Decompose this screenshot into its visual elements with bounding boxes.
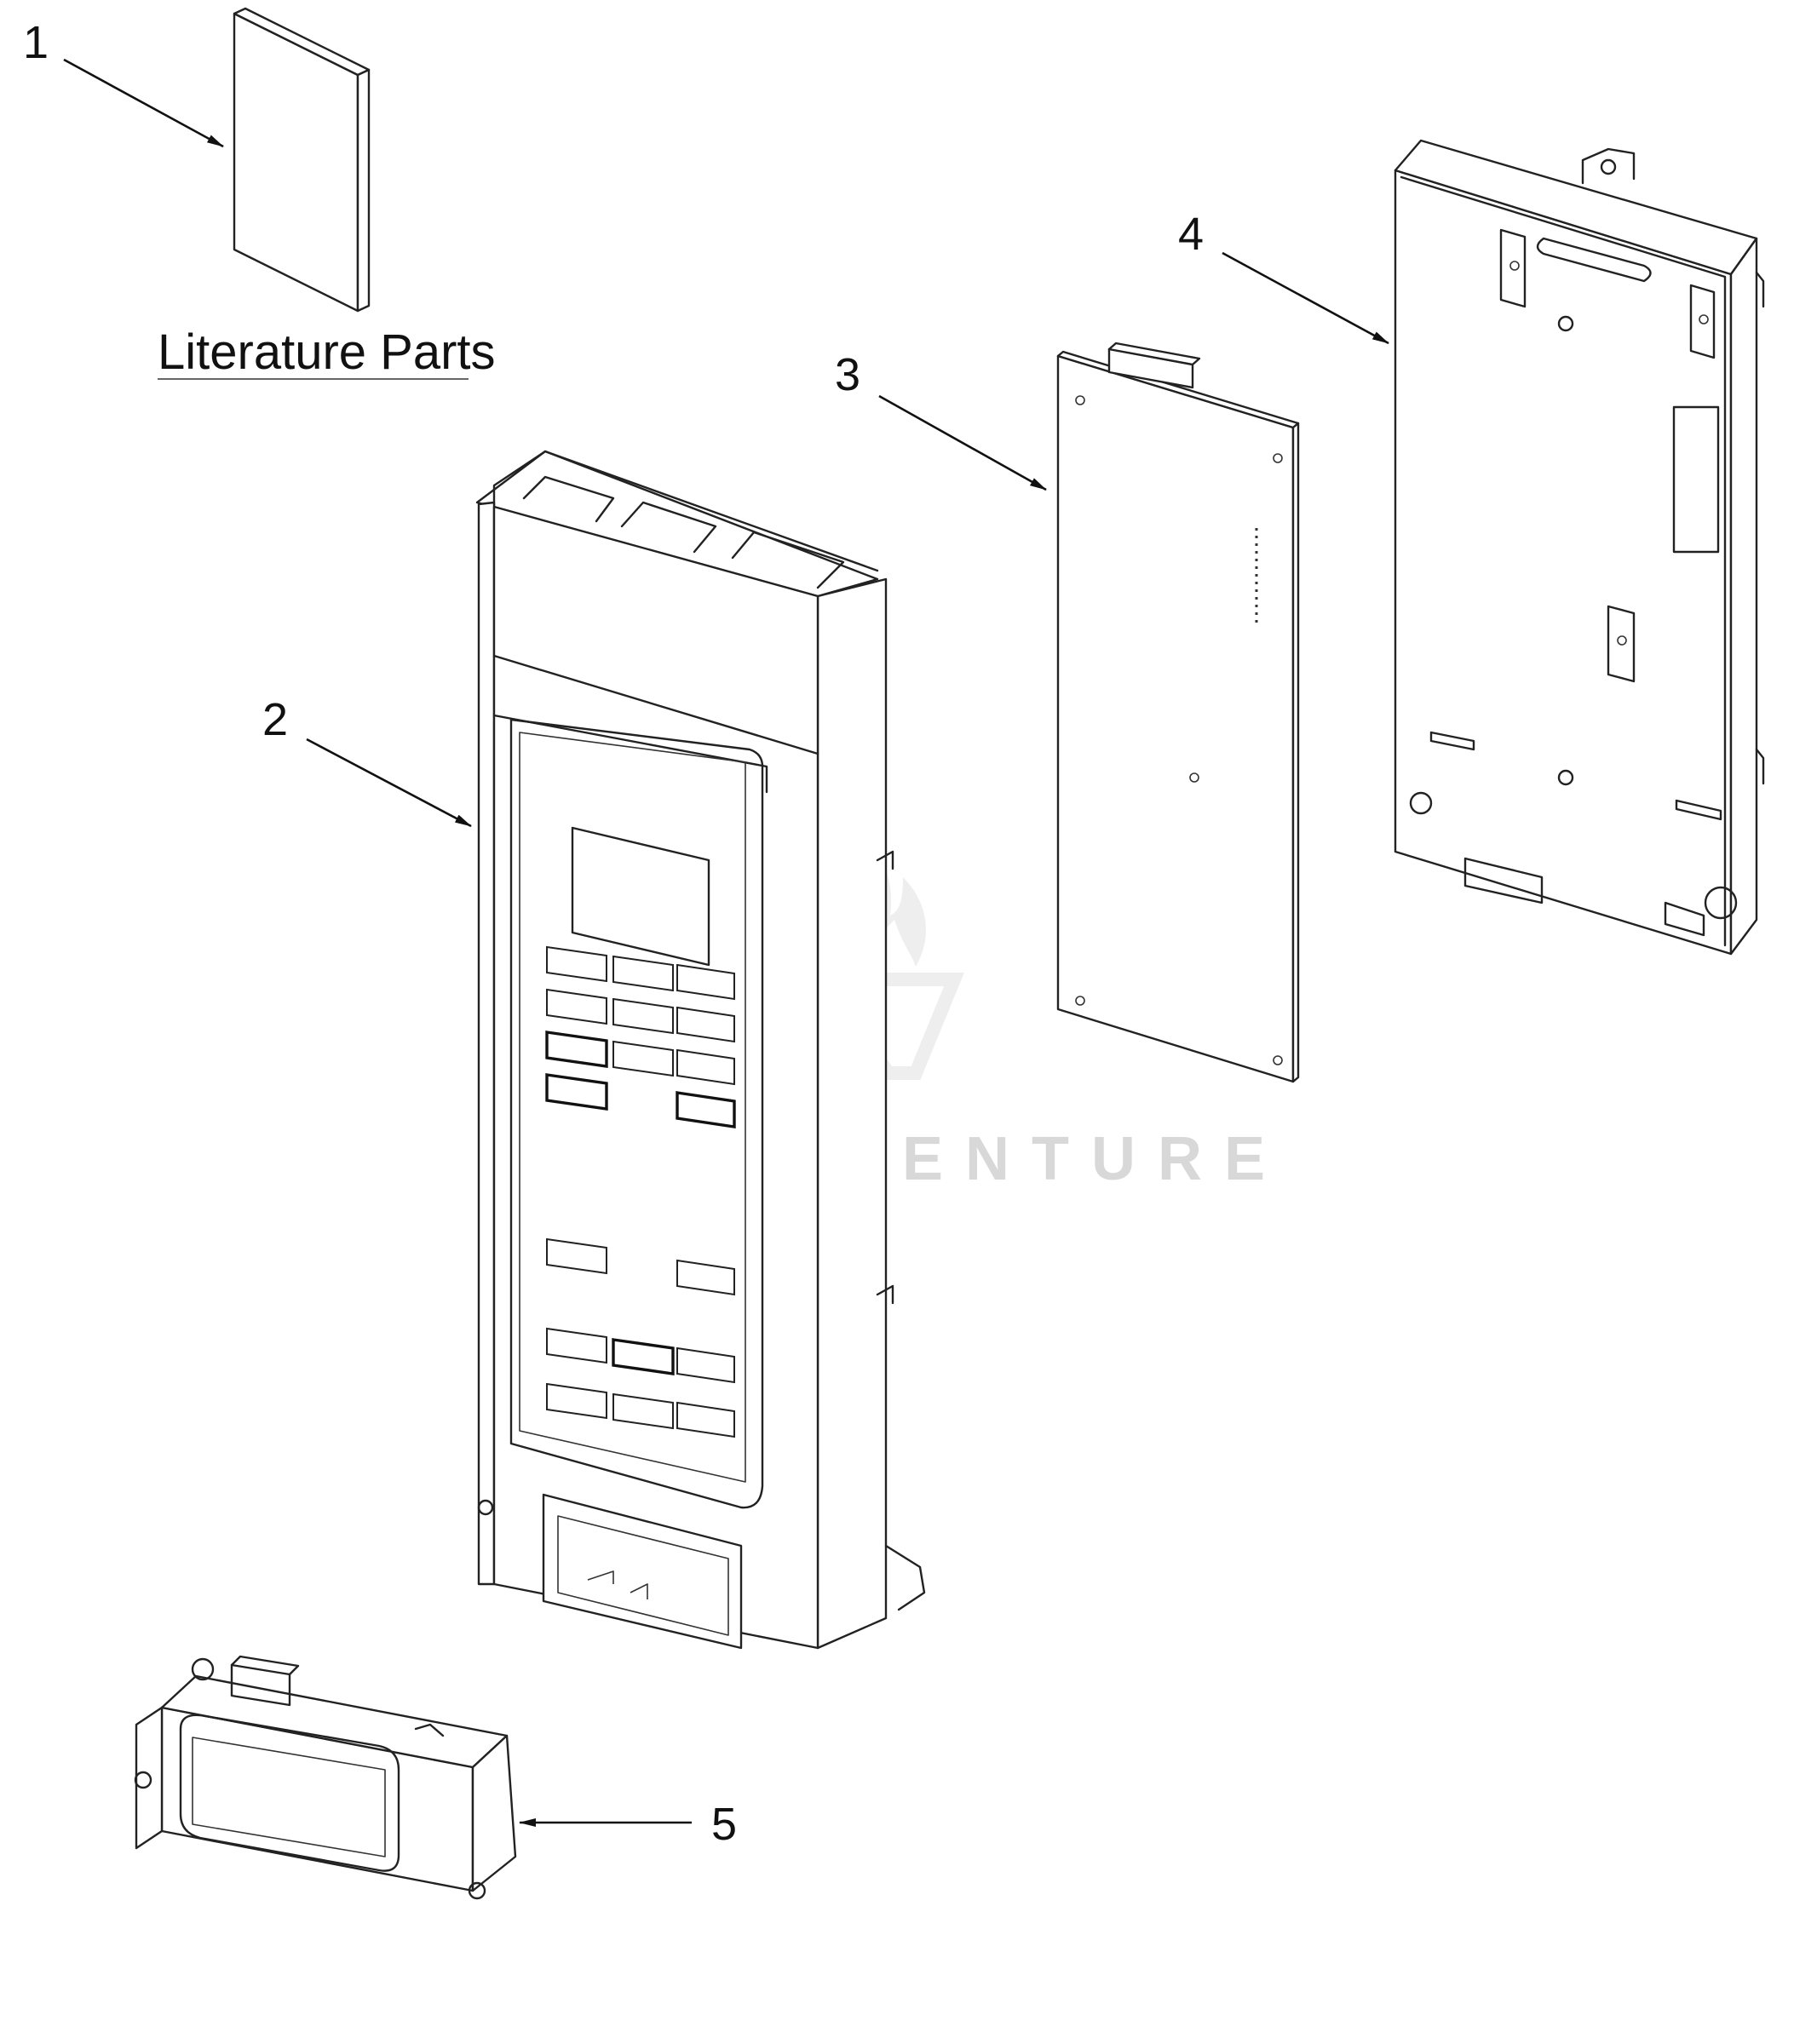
callout-3: 3 — [835, 349, 860, 400]
control-panel-housing-icon — [475, 450, 926, 1650]
callout-4: 4 — [1178, 209, 1204, 260]
callout-5: 5 — [711, 1799, 737, 1850]
part-5-door-latch — [134, 1655, 517, 1900]
door-latch-module-icon — [134, 1655, 517, 1900]
mounting-bracket-icon — [1394, 139, 1765, 956]
callout-arrow-1 — [63, 58, 224, 148]
callout-arrow-2 — [306, 738, 472, 828]
callout-arrow-4 — [1222, 251, 1389, 345]
circuit-board-icon — [1056, 342, 1300, 1083]
part-3-circuit-board — [1056, 342, 1300, 1083]
part-2-control-panel — [475, 450, 926, 1650]
part-1-literature — [158, 7, 469, 380]
part-4-mounting-bracket — [1394, 139, 1765, 956]
literature-booklet-icon — [233, 7, 371, 313]
display-window — [571, 826, 710, 967]
callout-arrows — [63, 58, 1389, 1827]
callout-2: 2 — [262, 694, 288, 745]
literature-parts-label: Literature Parts — [158, 324, 496, 380]
callout-1: 1 — [23, 17, 49, 68]
callout-arrow-3 — [878, 394, 1047, 491]
keypad-buttons — [545, 945, 736, 1438]
